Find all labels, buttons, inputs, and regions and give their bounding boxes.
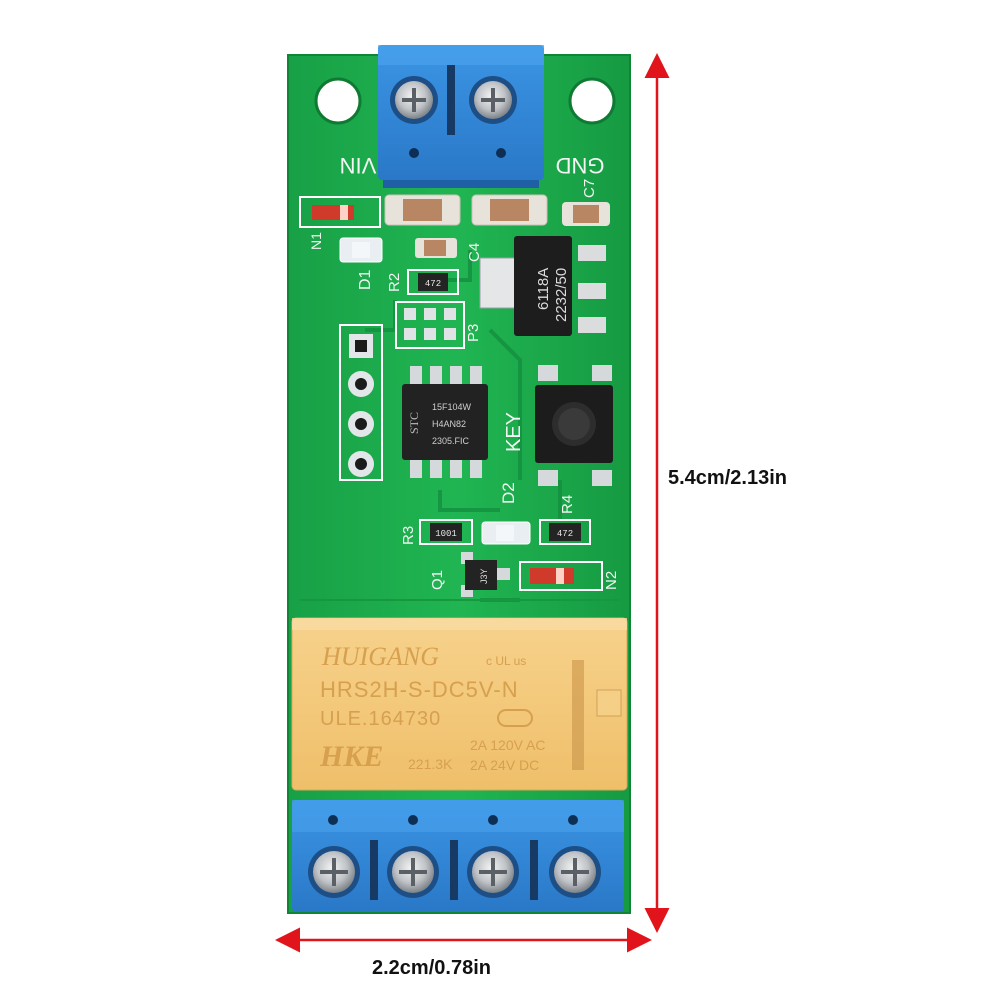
d2-label: D2: [499, 482, 518, 504]
n1-diode: [299, 196, 381, 228]
mcu-marking-1: 15F104W: [432, 402, 472, 412]
relay-rating-dc: 2A 24V DC: [470, 757, 539, 773]
relay: HUIGANG c UL us HRS2H-S-DC5V-N ULE.16473…: [291, 617, 628, 791]
d1-led: [339, 237, 383, 263]
relay-cert: c UL us: [486, 654, 526, 668]
r2-label: R2: [386, 273, 403, 292]
pin-header: [339, 324, 383, 481]
terminal-screw: [467, 846, 519, 898]
q1-label: Q1: [429, 570, 446, 590]
n2-label: N2: [603, 571, 620, 590]
r3-label: R3: [400, 526, 417, 545]
n1-label: N1: [308, 232, 324, 250]
q1-code: J3Y: [479, 568, 489, 584]
relay-ule: ULE.164730: [320, 708, 441, 730]
c7-label: C7: [581, 179, 598, 198]
r4-resistor: 472: [539, 519, 591, 545]
relay-model: HRS2H-S-DC5V-N: [320, 677, 519, 702]
mounting-hole: [314, 77, 362, 125]
terminal-screw: [308, 846, 360, 898]
key-tactile-button: [535, 365, 613, 486]
mcu-marking-3: 2305.FIC: [432, 436, 470, 446]
relay-rating-ac: 2A 120V AC: [470, 737, 546, 753]
input-terminal-block: [378, 45, 544, 188]
r3-code: 1001: [435, 529, 457, 539]
key-label: KEY: [503, 412, 525, 452]
p3-pads: [395, 301, 465, 349]
r2-code: 472: [425, 279, 441, 289]
gnd-label: GND: [556, 153, 605, 178]
voltage-regulator-chip: 6118A 2232/50: [479, 236, 606, 336]
c4-label: C4: [466, 243, 483, 262]
mcu-marking-2: H4AN82: [432, 419, 466, 429]
vin-label: VIN: [340, 153, 377, 178]
terminal-screw: [387, 846, 439, 898]
mcu-brand: STC: [407, 412, 421, 434]
d1-label: D1: [357, 269, 374, 290]
relay-batch: 221.3K: [408, 756, 453, 772]
q1-transistor: J3Y: [461, 552, 510, 597]
regulator-marking-2: 2232/50: [553, 268, 570, 322]
r3-resistor: 1001: [419, 519, 473, 545]
output-terminal-block: [292, 800, 624, 912]
relay-brand: HUIGANG: [321, 642, 439, 671]
width-dimension-label: 2.2cm/0.78in: [372, 957, 491, 979]
mcu-chip: STC 15F104W H4AN82 2305.FIC: [402, 366, 488, 478]
height-dimension-label: 5.4cm/2.13in: [668, 467, 787, 489]
capacitor-row: [384, 194, 610, 258]
r2-resistor: 472: [407, 269, 459, 295]
d2-led: [481, 521, 531, 545]
r4-label: R4: [559, 495, 576, 514]
relay-logo: HKE: [319, 740, 383, 773]
n2-diode: [519, 561, 603, 591]
r4-code: 472: [557, 529, 573, 539]
regulator-marking-1: 6118A: [535, 268, 552, 310]
p3-label: P3: [465, 324, 482, 342]
silkscreen: VIN GND C7 C4 N1 D1 R2 P3 KEY D2 R3 R4 Q…: [308, 153, 620, 590]
mounting-hole: [568, 77, 616, 125]
terminal-screw: [549, 846, 601, 898]
